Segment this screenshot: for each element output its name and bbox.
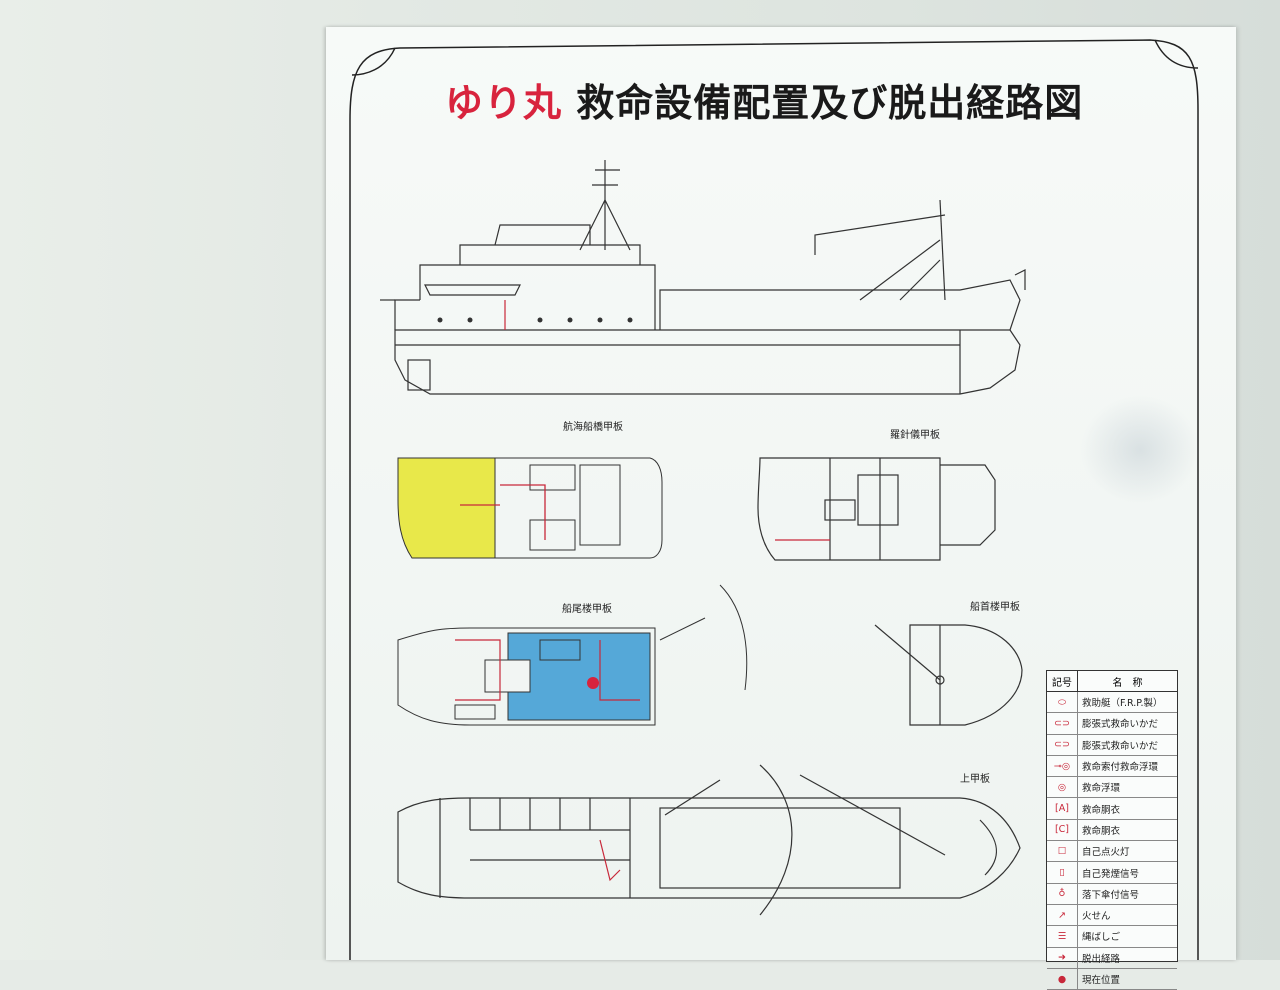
legend-item-name: 救命胴衣	[1082, 825, 1121, 837]
legend-item-name: 救命浮環	[1082, 783, 1121, 795]
forecastle-deck-plan	[874, 624, 1023, 726]
current-position-icon: ●	[1047, 968, 1078, 990]
legend-item-name: 救助艇（F.R.P.製）	[1082, 698, 1163, 710]
legend-row: [C] 救命胴衣	[1047, 819, 1177, 842]
flare-icon: ↗	[1047, 904, 1078, 926]
legend-row: ⬭ 救助艇（F.R.P.製）	[1047, 692, 1177, 714]
deck-label-forecastle: 船首楼甲板	[970, 602, 1020, 613]
deck-label-upper: 上甲板	[960, 774, 990, 785]
legend-item-name: 落下傘付信号	[1082, 889, 1140, 901]
legend-row: ⊂⊃ 膨張式救命いかだ	[1047, 713, 1177, 735]
escape-route-arrow-icon: ➜	[1047, 947, 1078, 968]
legend-item-name: 自己発煙信号	[1082, 868, 1140, 880]
inflatable-liferaft-icon: ⊂⊃	[1047, 734, 1078, 755]
legend-row: ➜ 脱出経路	[1047, 947, 1177, 969]
legend-row: ♁ 落下傘付信号	[1047, 883, 1177, 905]
legend-row: ☐ 自己点火灯	[1047, 841, 1177, 863]
ship-profile	[380, 160, 1026, 395]
light-reflection	[1080, 395, 1200, 505]
rope-ladder-icon: ☰	[1047, 926, 1078, 947]
legend-header: 記号 名 称	[1047, 671, 1177, 692]
compass-deck-plan	[757, 457, 996, 561]
legend-row: ↗ 火せん	[1047, 904, 1177, 927]
ship-name: ゆり丸	[445, 80, 563, 125]
legend-item-name: 救命胴衣	[1082, 804, 1121, 816]
inflatable-liferaft-icon: ⊂⊃	[1047, 713, 1078, 734]
portholes	[437, 317, 633, 323]
legend-row: ◎ 救命浮環	[1047, 777, 1177, 799]
legend-item-name: 自己点火灯	[1082, 847, 1130, 859]
life-jacket-adult-icon: [A]	[1047, 798, 1078, 819]
legend-table: 記号 名 称 ⬭ 救助艇（F.R.P.製） ⊂⊃ 膨張式救命いかだ ⊂⊃ 膨張式救命いかだ…	[1046, 670, 1178, 990]
legend-row: ⊸◎ 救命索付救命浮環	[1047, 755, 1177, 778]
legend-item-name: 縄ばしご	[1082, 932, 1121, 944]
lifeboat-icon: ⬭	[1047, 692, 1078, 713]
legend-row: ▯ 自己発煙信号	[1047, 862, 1177, 884]
ship-drawings	[349, 39, 1199, 960]
legend-item-name: 膨張式救命いかだ	[1082, 740, 1159, 752]
navigation-bridge-deck-plan	[397, 457, 663, 559]
legend-row: ● 現在位置	[1047, 968, 1177, 990]
legend-col-symbol: 記号	[1047, 671, 1078, 691]
sign-title: ゆり丸 救命設備配置及び脱出経路図	[445, 78, 1125, 128]
upper-deck-plan	[397, 764, 1021, 916]
legend-rows: ⬭ 救助艇（F.R.P.製） ⊂⊃ 膨張式救命いかだ ⊂⊃ 膨張式救命いかだ ⊸◎ 救命索付救…	[1047, 692, 1177, 990]
parachute-signal-icon: ♁	[1047, 883, 1078, 904]
frame-border	[349, 39, 1199, 960]
lifebuoy-with-line-icon: ⊸◎	[1047, 755, 1078, 777]
legend-item-name: 救命索付救命浮環	[1082, 762, 1159, 774]
legend-item-name: 現在位置	[1082, 975, 1121, 986]
legend-row: ⊂⊃ 膨張式救命いかだ	[1047, 734, 1177, 756]
self-igniting-light-icon: ☐	[1047, 841, 1078, 862]
legend-item-name: 膨張式救命いかだ	[1082, 719, 1159, 731]
legend-item-name: 火せん	[1082, 911, 1111, 923]
legend-row: [A] 救命胴衣	[1047, 798, 1177, 820]
legend-col-name: 名 称	[1112, 677, 1143, 689]
smoke-signal-icon: ▯	[1047, 862, 1078, 883]
life-jacket-child-icon: [C]	[1047, 819, 1078, 841]
legend-item-name: 脱出経路	[1082, 953, 1121, 965]
title-heading: 救命設備配置及び脱出経路図	[576, 81, 1084, 125]
deck-label-poop: 船尾楼甲板	[562, 604, 612, 615]
deck-label-compass: 羅針儀甲板	[890, 430, 940, 441]
poop-deck-plan	[397, 584, 748, 726]
lifebuoy-icon: ◎	[1047, 777, 1078, 798]
deck-label-navigation: 航海船橋甲板	[563, 422, 623, 433]
legend-row: ☰ 縄ばしご	[1047, 926, 1177, 948]
